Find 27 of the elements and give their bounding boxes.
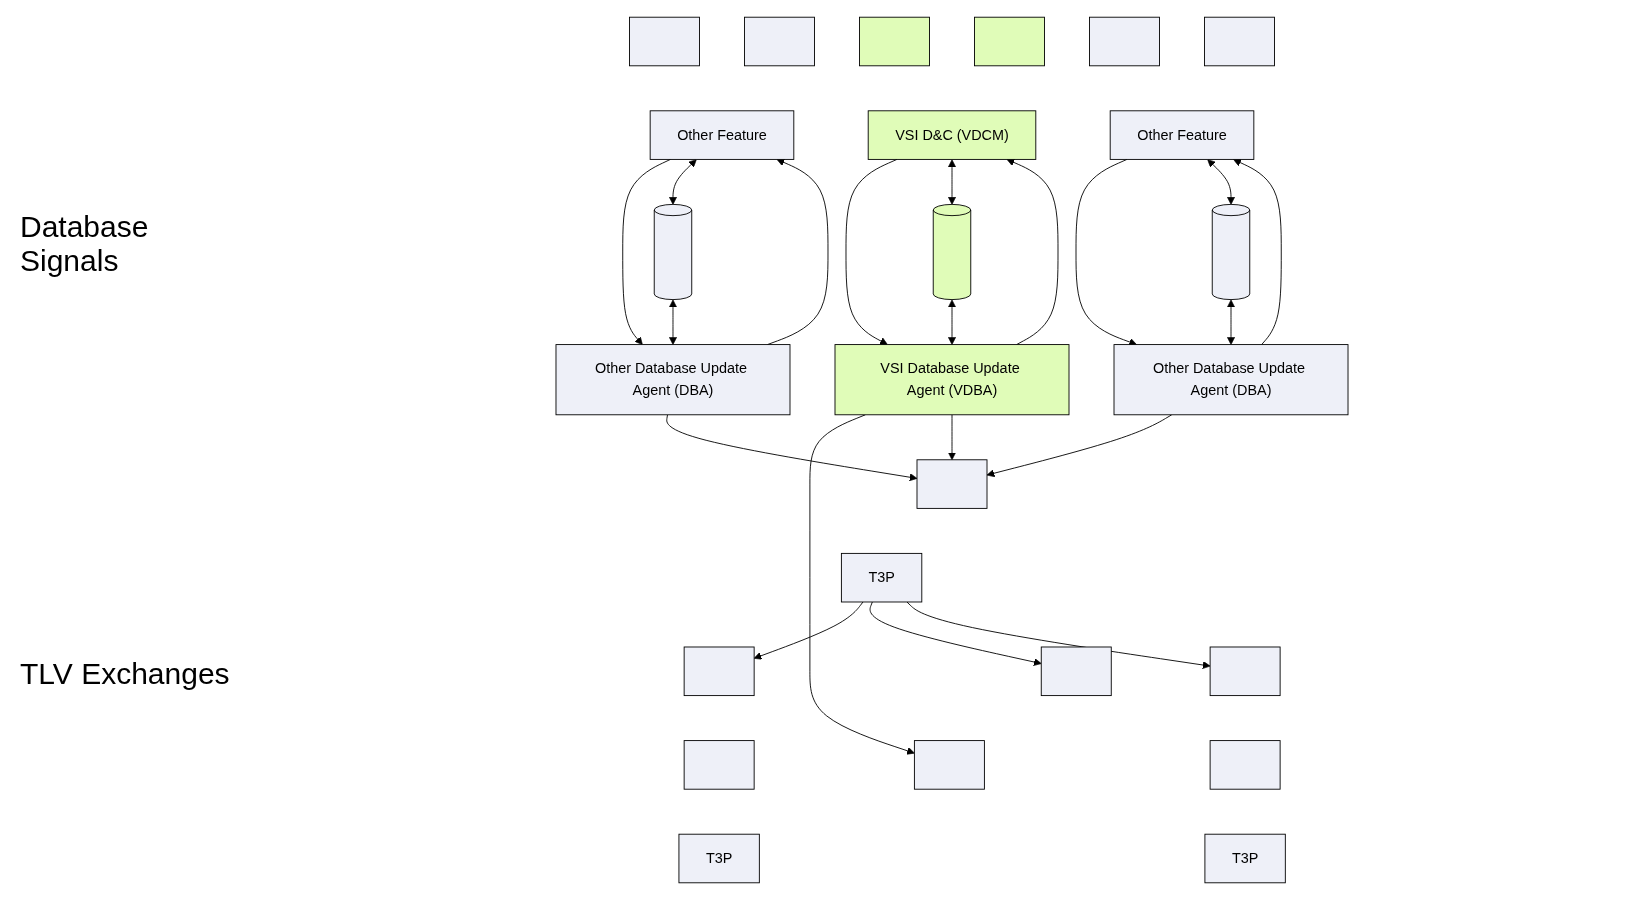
node-box: VSI D&C (VDCM) [867, 110, 1037, 160]
side-label: TLV Exchanges [20, 656, 231, 691]
node-box: T3P [678, 833, 760, 884]
node-box [629, 16, 700, 67]
node-box [1089, 16, 1160, 67]
node-box [859, 16, 930, 67]
node-box: VSI Database Update Agent (VDBA) [834, 344, 1070, 416]
node-box [744, 16, 815, 67]
node-box: T3P [840, 552, 923, 603]
node-box [1209, 740, 1281, 790]
node-box [916, 459, 988, 509]
node-box [974, 16, 1045, 67]
node-box: Other Database Update Agent (DBA) [1113, 344, 1349, 416]
node-cylinder [932, 203, 972, 300]
node-box: Other Database Update Agent (DBA) [555, 344, 791, 416]
node-box [1204, 16, 1275, 67]
node-box [683, 646, 755, 697]
node-box [683, 740, 755, 790]
side-label: Database Signals [20, 209, 150, 278]
node-box: Other Feature [1109, 110, 1255, 160]
node-cylinder [1211, 203, 1251, 300]
node-box [1040, 646, 1112, 697]
node-cylinder [653, 203, 693, 300]
node-box: Other Feature [649, 110, 795, 160]
node-box [1209, 646, 1281, 697]
node-box: T3P [1204, 833, 1286, 884]
node-box [913, 740, 985, 790]
